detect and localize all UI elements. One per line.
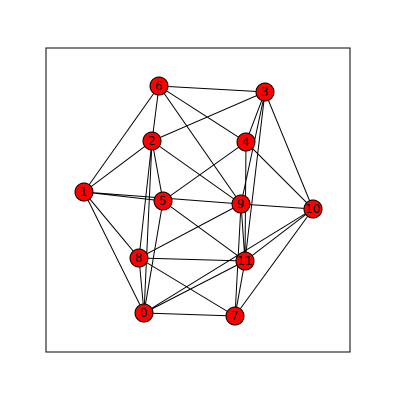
nodes-layer: 0 1 2 3 4 5 6 7 8 9 10 11	[74, 76, 323, 326]
node-label: 0	[140, 306, 148, 320]
node-circle	[235, 251, 255, 271]
node-label: 7	[231, 309, 239, 323]
node-circle	[74, 182, 94, 202]
edge-10-11	[244, 208, 314, 262]
edge-6-4	[158, 85, 247, 143]
node-6: 6	[149, 76, 169, 96]
plot-frame	[45, 47, 351, 353]
edge-3-10	[264, 91, 314, 210]
node-2: 2	[142, 131, 162, 151]
node-label: 5	[159, 194, 167, 208]
node-5: 5	[153, 191, 173, 211]
edge-2-0	[143, 140, 153, 314]
node-label: 4	[242, 135, 250, 149]
node-label: 3	[261, 85, 269, 99]
edge-2-9	[151, 140, 242, 205]
node-7: 7	[225, 306, 245, 326]
node-1: 1	[74, 182, 94, 202]
node-circle	[255, 82, 275, 102]
edge-9-10	[240, 203, 314, 210]
edge-10-7	[234, 208, 314, 317]
node-0: 0	[134, 303, 154, 323]
edge-2-1	[83, 140, 153, 193]
node-9: 9	[231, 194, 251, 214]
node-circle	[231, 194, 251, 214]
edge-11-0	[143, 260, 246, 314]
edge-8-7	[138, 257, 236, 317]
edge-6-1	[83, 85, 160, 193]
node-circle	[129, 248, 149, 268]
edge-8-11	[138, 257, 246, 262]
node-label: 11	[237, 254, 252, 268]
node-circle	[303, 199, 323, 219]
node-label: 9	[237, 197, 245, 211]
edge-4-5	[162, 141, 247, 202]
node-circle	[142, 131, 162, 151]
edge-3-11	[244, 91, 266, 262]
edge-1-8	[83, 191, 140, 259]
node-3: 3	[255, 82, 275, 102]
edge-5-0	[143, 200, 164, 314]
node-circle	[134, 303, 154, 323]
edge-0-7	[143, 312, 236, 317]
node-label: 6	[155, 79, 163, 93]
node-circle	[153, 191, 173, 211]
edge-5-11	[162, 200, 246, 262]
node-8: 8	[129, 248, 149, 268]
edge-9-8	[138, 203, 242, 259]
edge-2-5	[151, 140, 164, 202]
edge-6-3	[158, 85, 266, 93]
edge-6-9	[158, 85, 242, 205]
node-circle	[225, 306, 245, 326]
edge-3-2	[151, 91, 266, 142]
edge-4-10	[245, 141, 314, 210]
node-circle	[149, 76, 169, 96]
edge-1-0	[83, 191, 145, 314]
node-4: 4	[236, 132, 256, 152]
node-label: 2	[148, 134, 156, 148]
node-label: 10	[305, 202, 320, 216]
node-label: 8	[135, 251, 143, 265]
node-11: 11	[235, 251, 255, 271]
node-label: 1	[80, 185, 88, 199]
node-10: 10	[303, 199, 323, 219]
node-circle	[236, 132, 256, 152]
